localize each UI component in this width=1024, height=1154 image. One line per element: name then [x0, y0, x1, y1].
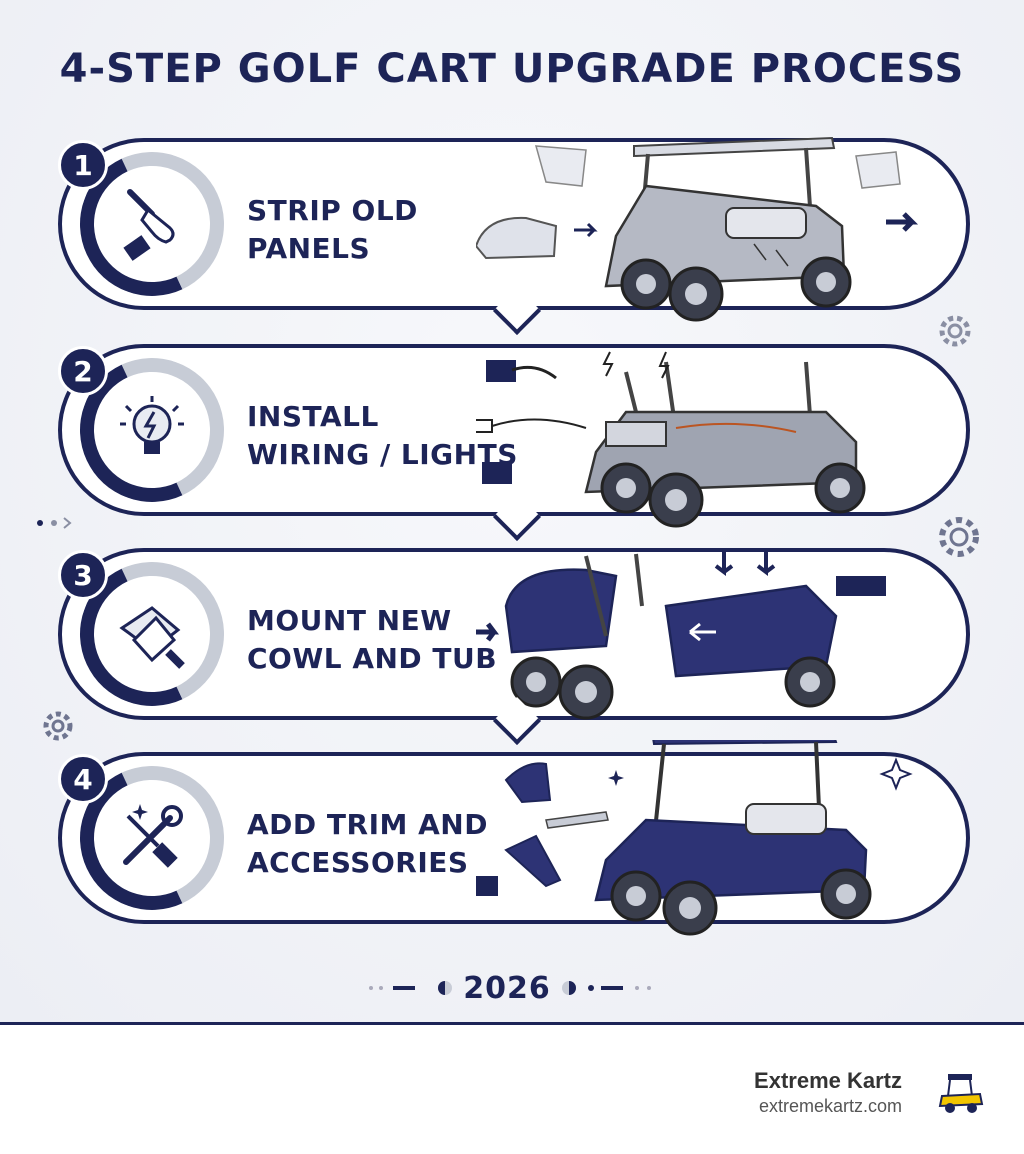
hands-icon: [94, 576, 210, 692]
step-number: 1: [58, 140, 108, 190]
half-circle-icon: [561, 981, 576, 995]
footer-divider: [0, 1022, 1024, 1025]
golf-cart-trim-accessories-illustration: [476, 740, 913, 936]
step-number: 4: [58, 754, 108, 804]
brand-name: Extreme Kartz: [754, 1068, 902, 1093]
golf-cart-new-cowl-illustration: [476, 552, 886, 720]
dots-decoration-icon: [369, 986, 416, 990]
golf-cart-logo-icon: [938, 1074, 984, 1113]
lightbulb-icon: [94, 372, 210, 488]
step-number: 2: [58, 346, 108, 396]
wrench-screwdriver-icon: [94, 780, 210, 896]
half-circle-icon: [438, 981, 453, 995]
dots-decoration-icon: [587, 985, 651, 991]
step-number: 3: [58, 550, 108, 600]
gear-icon: [939, 517, 979, 557]
brand-block: Extreme Kartz extremekartz.com: [754, 1068, 902, 1117]
screwdriver-hand-icon: [94, 166, 210, 282]
golf-cart-wiring-illustration: [476, 351, 866, 528]
year-label: 2026: [463, 970, 551, 1006]
golf-cart-old-panels-illustration: [476, 136, 919, 322]
infographic: 4-STEP GOLF CART UPGRADE PROCESS 1 STRIP…: [0, 0, 1024, 1022]
gear-icon: [43, 711, 73, 741]
page-title: 4-STEP GOLF CART UPGRADE PROCESS: [59, 46, 965, 92]
gear-icon: [939, 315, 971, 347]
dots-decoration-icon: [37, 517, 72, 529]
year-row: 2026: [0, 968, 1024, 1008]
brand-url[interactable]: extremekartz.com: [758, 1096, 902, 1116]
